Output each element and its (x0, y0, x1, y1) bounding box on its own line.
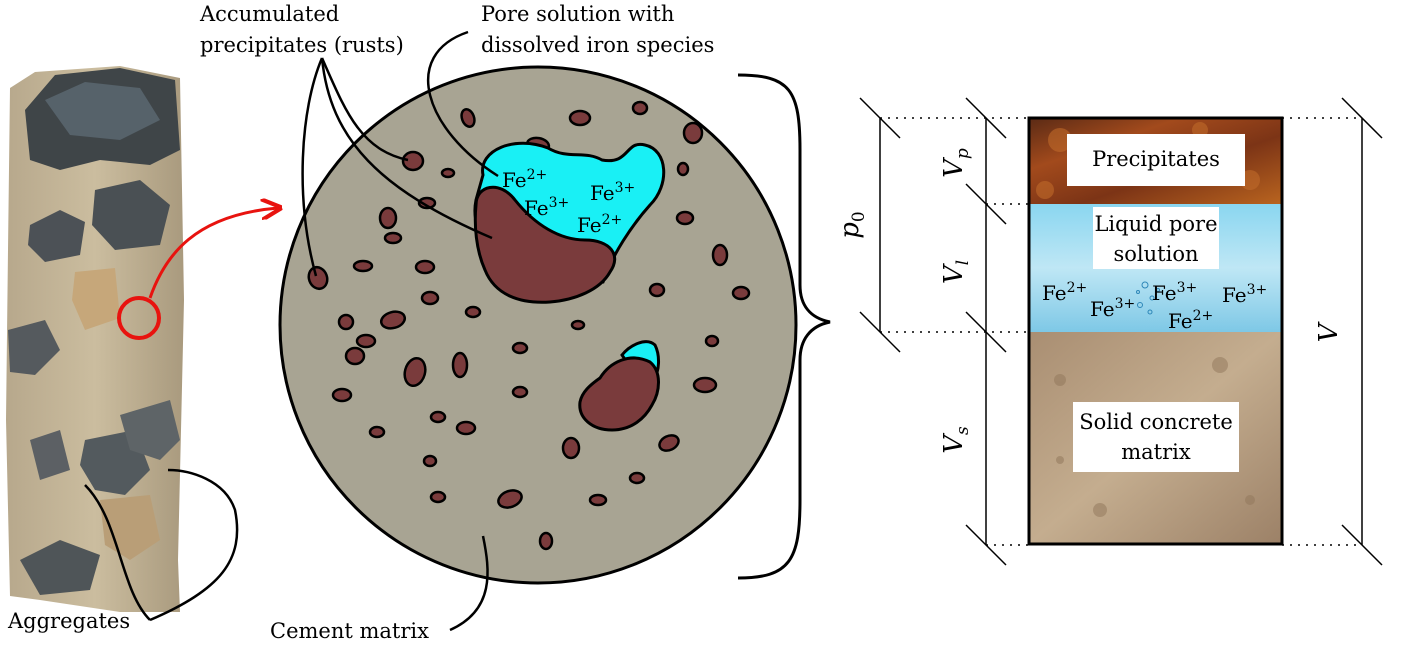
microstructure-circle: Fe2+ Fe3+ Fe3+ Fe2+ (280, 67, 796, 583)
rust-particle (570, 111, 590, 125)
phase-column: Precipitates Liquid pore solution Solid … (1029, 118, 1282, 544)
rust-particle (339, 315, 353, 329)
aggregates-label: Aggregates (7, 609, 130, 633)
dim-label-vp: Vp (939, 148, 973, 178)
dim-label-v: V (1314, 321, 1344, 342)
rust-particle (431, 492, 445, 502)
liquid-label-line1: Liquid pore (1094, 212, 1217, 236)
rust-particle (694, 378, 716, 392)
pore-label-line1: Pore solution with (481, 2, 674, 26)
rust-particle (457, 422, 475, 434)
dim-label-p0: p0 (835, 211, 869, 238)
dim-label-vl: Vl (939, 260, 973, 284)
rust-particle (466, 307, 480, 317)
rust-particle (370, 427, 384, 437)
rust-particle (442, 169, 454, 177)
rust-particle (713, 245, 727, 265)
rust-particle (572, 321, 584, 329)
rust-particle (513, 387, 527, 397)
rust-particle (563, 438, 579, 458)
liquid-label-line2: solution (1114, 242, 1199, 266)
rust-particle (422, 292, 438, 304)
rust-label-line1: Accumulated (199, 2, 339, 26)
rust-particle (513, 343, 527, 353)
rust-particle (650, 284, 664, 296)
rust-particle (424, 456, 436, 466)
rust-particle (385, 233, 401, 243)
dim-label-vs: Vs (939, 426, 973, 454)
rust-particle (346, 348, 364, 364)
rust-particle (677, 212, 693, 224)
concrete-core-photo (6, 66, 184, 612)
cement-matrix-label: Cement matrix (270, 619, 429, 643)
pore-label-line2: dissolved iron species (481, 33, 714, 57)
solid-label-line2: matrix (1121, 440, 1191, 464)
rust-particle (357, 335, 375, 347)
rust-particle (733, 287, 749, 299)
rust-label-line2: precipitates (rusts) (200, 33, 404, 57)
rust-particle (354, 261, 372, 271)
rust-particle (630, 473, 644, 483)
rust-particle (453, 353, 467, 377)
rust-particle (678, 163, 688, 175)
solid-label-line1: Solid concrete (1079, 410, 1233, 434)
rust-particle (416, 261, 434, 273)
rust-particle (590, 495, 606, 505)
rust-particle (633, 102, 647, 114)
precipitates-label: Precipitates (1092, 147, 1220, 171)
rust-particle (540, 533, 552, 549)
rust-particle (684, 123, 702, 143)
rust-particle (706, 336, 718, 346)
rust-particle (333, 389, 351, 401)
rust-particle (380, 208, 396, 228)
rust-particle (431, 412, 445, 422)
rust-particle (403, 152, 423, 170)
